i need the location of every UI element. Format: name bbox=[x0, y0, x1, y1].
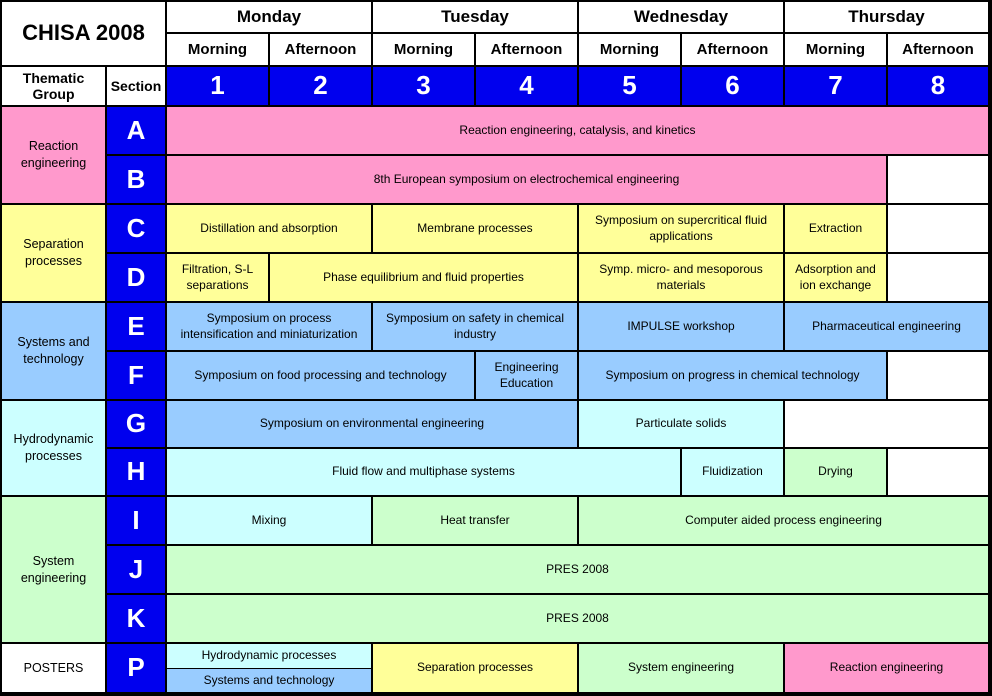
section-number: 5 bbox=[579, 67, 680, 105]
section-letter: F bbox=[107, 352, 165, 399]
section-letter: E bbox=[107, 303, 165, 350]
session-cell: Engineering Education bbox=[476, 352, 577, 399]
session-cell: Particulate solids bbox=[579, 401, 783, 447]
empty-cell bbox=[888, 449, 988, 495]
session-cell: Heat transfer bbox=[373, 497, 577, 544]
session-cell: IMPULSE workshop bbox=[579, 303, 783, 350]
section-letter: P bbox=[107, 644, 165, 692]
session-cell: Distillation and absorption bbox=[167, 205, 371, 252]
session-cell: Symposium on safety in chemical industry bbox=[373, 303, 577, 350]
time-header: Afternoon bbox=[682, 34, 783, 65]
session-cell: Fluidization bbox=[682, 449, 783, 495]
section-number: 6 bbox=[682, 67, 783, 105]
session-cell: Pharmaceutical engineering bbox=[785, 303, 988, 350]
empty-cell bbox=[785, 401, 988, 447]
session-cell: Reaction engineering, catalysis, and kin… bbox=[167, 107, 988, 154]
poster-cell: System engineering bbox=[579, 644, 783, 692]
day-header-wednesday: Wednesday bbox=[579, 2, 783, 32]
session-cell: Symposium on progress in chemical techno… bbox=[579, 352, 886, 399]
empty-cell bbox=[888, 254, 988, 301]
section-letter: C bbox=[107, 205, 165, 252]
section-header: Section bbox=[107, 67, 165, 105]
group-systems-and-technology: Systems and technology bbox=[2, 303, 105, 399]
group-system-engineering: System engineering bbox=[2, 497, 105, 642]
poster-cell: Hydrodynamic processes bbox=[167, 644, 371, 668]
session-cell: Symposium on supercritical fluid applica… bbox=[579, 205, 783, 252]
time-header: Afternoon bbox=[476, 34, 577, 65]
session-cell: Adsorption and ion exchange bbox=[785, 254, 886, 301]
section-letter: J bbox=[107, 546, 165, 593]
session-cell: Phase equilibrium and fluid properties bbox=[270, 254, 577, 301]
empty-cell bbox=[888, 156, 988, 203]
poster-cell: Reaction engineering bbox=[785, 644, 988, 692]
session-cell: Filtration, S-L separations bbox=[167, 254, 268, 301]
session-cell: PRES 2008 bbox=[167, 595, 988, 642]
section-number: 2 bbox=[270, 67, 371, 105]
poster-cell: Separation processes bbox=[373, 644, 577, 692]
section-number: 3 bbox=[373, 67, 474, 105]
session-cell: Symposium on food processing and technol… bbox=[167, 352, 474, 399]
time-header: Morning bbox=[373, 34, 474, 65]
day-header-thursday: Thursday bbox=[785, 2, 988, 32]
session-cell: Symp. micro- and mesoporous materials bbox=[579, 254, 783, 301]
section-letter: A bbox=[107, 107, 165, 154]
session-cell: 8th European symposium on electrochemica… bbox=[167, 156, 886, 203]
poster-cell: Systems and technology bbox=[167, 669, 371, 692]
session-cell: Computer aided process engineering bbox=[579, 497, 988, 544]
day-header-tuesday: Tuesday bbox=[373, 2, 577, 32]
session-cell: Drying bbox=[785, 449, 886, 495]
session-cell: Symposium on environmental engineering bbox=[167, 401, 577, 447]
time-header: Afternoon bbox=[270, 34, 371, 65]
section-number: 1 bbox=[167, 67, 268, 105]
section-letter: B bbox=[107, 156, 165, 203]
time-header: Morning bbox=[167, 34, 268, 65]
thematic-group-header: Thematic Group bbox=[2, 67, 105, 105]
group-posters: POSTERS bbox=[2, 644, 105, 692]
session-cell: Fluid flow and multiphase systems bbox=[167, 449, 680, 495]
time-header: Afternoon bbox=[888, 34, 988, 65]
section-letter: G bbox=[107, 401, 165, 447]
session-cell: Symposium on process intensification and… bbox=[167, 303, 371, 350]
group-reaction-engineering: Reaction engineering bbox=[2, 107, 105, 203]
section-letter: D bbox=[107, 254, 165, 301]
session-cell: PRES 2008 bbox=[167, 546, 988, 593]
day-header-monday: Monday bbox=[167, 2, 371, 32]
time-header: Morning bbox=[579, 34, 680, 65]
empty-cell bbox=[888, 352, 988, 399]
section-number: 7 bbox=[785, 67, 886, 105]
section-letter: K bbox=[107, 595, 165, 642]
group-separation-processes: Separation processes bbox=[2, 205, 105, 301]
page-title: CHISA 2008 bbox=[2, 2, 165, 65]
section-letter: I bbox=[107, 497, 165, 544]
session-cell: Mixing bbox=[167, 497, 371, 544]
empty-cell bbox=[888, 205, 988, 252]
session-cell: Extraction bbox=[785, 205, 886, 252]
session-cell: Membrane processes bbox=[373, 205, 577, 252]
section-letter: H bbox=[107, 449, 165, 495]
group-hydrodynamic-processes: Hydrodynamic processes bbox=[2, 401, 105, 495]
section-number: 4 bbox=[476, 67, 577, 105]
section-number: 8 bbox=[888, 67, 988, 105]
time-header: Morning bbox=[785, 34, 886, 65]
